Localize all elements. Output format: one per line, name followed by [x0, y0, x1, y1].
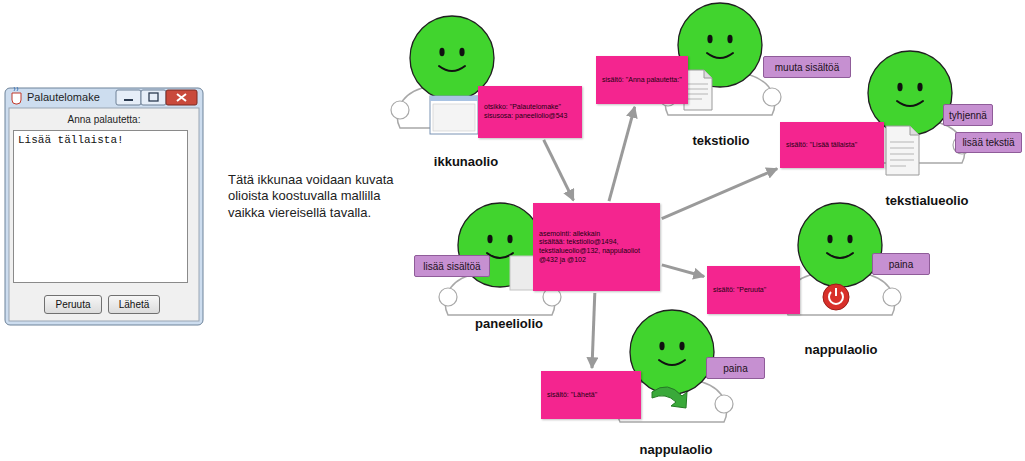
method-button: lisää tekstiä — [955, 132, 1022, 153]
object-name: ikkunaolio — [434, 154, 498, 169]
node-subtext: Anna palautetta: — [5, 114, 203, 125]
node-text: sisältö: "Lisää tällaista" — [786, 141, 878, 150]
state-card: sisältö: "Anna palautetta:" — [596, 56, 688, 104]
window-buttons — [116, 90, 197, 105]
method-button: tyhjennä — [943, 104, 993, 126]
document-icon — [886, 126, 919, 175]
object-name: tekstiolio — [692, 133, 749, 148]
reference-arrow — [592, 293, 595, 368]
node-text: sisältö: "Peruuta" — [713, 286, 794, 295]
method-button: lisää sisältöä — [414, 255, 490, 277]
node-text: Lisää tällaista! — [18, 134, 183, 146]
description-note: Tätä ikkunaa voidaan kuvata olioista koo… — [228, 172, 418, 221]
method-button: muuta sisältöä — [763, 56, 851, 78]
node-text: paina — [723, 363, 747, 374]
object-name: nappulaolio — [805, 342, 878, 357]
reference-arrow — [609, 107, 635, 201]
reference-arrow — [662, 169, 777, 219]
document-icon — [684, 70, 712, 110]
state-card: sisältö: "Peruuta" — [707, 266, 800, 314]
node-text: sisältö: "Lähetä" — [547, 391, 635, 400]
object-name: nappulaolio — [640, 442, 713, 457]
reference-arrow — [544, 140, 574, 201]
power-button-icon — [823, 284, 849, 310]
window-icon — [430, 96, 478, 134]
object-name: paneeliolio — [475, 316, 543, 331]
java-icon — [12, 87, 21, 104]
node-text: tyhjennä — [949, 110, 987, 121]
object-name: tekstialueolio — [885, 193, 968, 208]
state-card: sisältö: "Lisää tällaista" — [780, 122, 884, 168]
node-text: asemointi: allekkain — [539, 230, 654, 239]
send-arrow-icon — [652, 387, 687, 408]
app-window: PalautelomakeAnna palautetta: Lisää tälla… — [5, 88, 203, 325]
node-text: lisää tekstiä — [962, 137, 1014, 148]
node-subtext: sisältää: tekstiolio@1494, tekstialueoli… — [539, 238, 654, 264]
state-card: asemointi: allekkainsisältää: tekstiolio… — [533, 203, 660, 291]
window-frame — [5, 87, 203, 325]
node-text: otsikko: "Palautelomake" — [484, 103, 576, 112]
node-text: muuta sisältöä — [775, 62, 839, 73]
push-button: Lähetä — [108, 295, 160, 314]
push-button: Peruuta — [44, 295, 102, 314]
reference-arrow — [662, 265, 704, 277]
node-text: lisää sisältöä — [423, 261, 480, 272]
state-card: otsikko: "Palautelomake"sisusosa: paneel… — [478, 86, 582, 138]
node-text: sisältö: "Anna palautetta:" — [602, 76, 682, 85]
node-text: Lähetä — [119, 299, 150, 310]
node-text: Palautelomake — [27, 91, 100, 103]
text-area: Lisää tällaista! — [13, 130, 188, 283]
method-button: paina — [872, 253, 930, 275]
node-text: Peruuta — [55, 299, 90, 310]
node-text: paina — [889, 259, 913, 270]
node-subtext: sisusosa: paneeliolio@543 — [484, 112, 576, 121]
state-card: sisältö: "Lähetä" — [541, 371, 641, 419]
method-button: paina — [706, 357, 765, 379]
